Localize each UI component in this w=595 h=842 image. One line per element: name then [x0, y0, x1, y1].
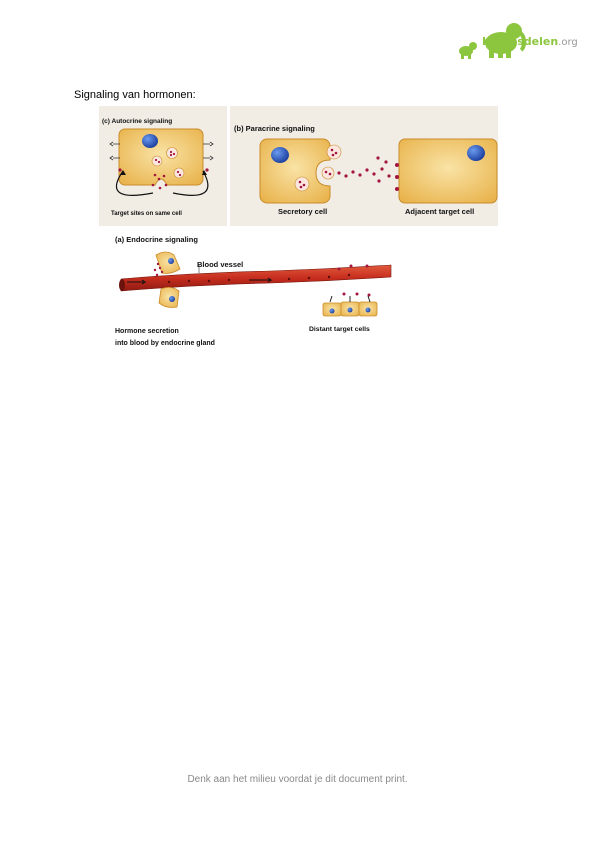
nucleus	[271, 147, 289, 163]
footer-note: Denk aan het milieu voordat je dit docum…	[187, 774, 408, 785]
nucleus	[142, 134, 158, 148]
distant-target-cells	[322, 295, 378, 317]
adjacent-cell-label: Adjacent target cell	[405, 207, 474, 216]
autocrine-cell	[118, 128, 204, 186]
autocrine-caption: Target sites on same cell	[111, 211, 182, 217]
nucleus	[467, 145, 485, 161]
secretory-cell-label: Secretory cell	[278, 207, 327, 216]
section-heading: Signaling van hormonen:	[74, 89, 196, 101]
autocrine-arrow-right	[172, 170, 209, 196]
kennisdelen-logo	[459, 23, 527, 59]
vesicle	[151, 155, 163, 167]
distant-target-cells-label: Distant target cells	[309, 326, 370, 333]
logo-name: Kennisdelen	[482, 35, 559, 48]
small-elephant-icon	[459, 42, 477, 59]
vesicle	[326, 144, 342, 160]
autocrine-title: (c) Autocrine signaling	[102, 118, 172, 125]
autocrine-panel: (c) Autocrine signaling Target sites on …	[99, 106, 227, 226]
vesicle	[294, 176, 310, 192]
autocrine-arrow-left	[115, 170, 154, 196]
elephant-icon	[485, 23, 527, 58]
logo-tld: .org	[558, 37, 578, 48]
hormone-secretion-label-1: Hormone secretion	[115, 328, 179, 335]
endocrine-title: (a) Endocrine signaling	[115, 235, 198, 244]
blood-vessel-label: Blood vessel	[197, 260, 243, 269]
vesicle	[166, 147, 178, 159]
endocrine-panel: (a) Endocrine signaling Blood vessel	[115, 235, 392, 347]
vesicle	[321, 166, 335, 180]
endocrine-gland-cell	[155, 251, 181, 274]
paracrine-title: (b) Paracrine signaling	[234, 124, 315, 133]
hormone-secretion-label-2: into blood by endocrine gland	[115, 340, 215, 347]
hormone-signaling-figure: (c) Autocrine signaling Target sites on …	[99, 106, 498, 347]
blood-vessel	[120, 264, 392, 292]
endocrine-gland-cell	[158, 287, 180, 308]
logo-text: Kennisdelen.org	[482, 35, 578, 48]
vesicle	[173, 167, 185, 179]
receptor-icons	[109, 141, 214, 161]
paracrine-panel: (b) Paracrine signaling Secretory cell A…	[230, 106, 498, 226]
